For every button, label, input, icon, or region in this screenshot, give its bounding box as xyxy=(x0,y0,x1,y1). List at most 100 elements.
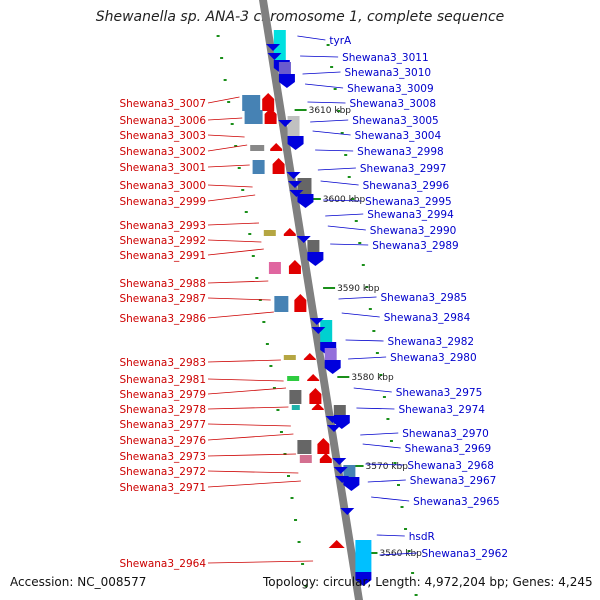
track-tick-inner xyxy=(244,211,248,213)
right-gene-leader xyxy=(348,356,387,360)
left-gene-leader xyxy=(207,311,274,319)
track-tick-inner xyxy=(294,519,298,521)
right-gene-leader xyxy=(353,387,392,393)
minus-strand-gene-arrow xyxy=(317,438,330,454)
track-tick-outer xyxy=(393,462,397,464)
track-tick-inner xyxy=(248,233,252,235)
kbp-tick-label: 3580 kbp xyxy=(351,373,394,383)
minus-strand-gene-arrow xyxy=(319,453,332,463)
left-gene-label: Shewana3_2973 xyxy=(119,451,206,463)
track-tick-outer xyxy=(347,176,351,178)
plus-strand-gene-box xyxy=(324,348,337,360)
left-gene-label: Shewana3_2981 xyxy=(119,374,206,386)
minus-strand-gene-box xyxy=(274,296,289,312)
right-gene-label: Shewana3_2970 xyxy=(402,428,489,440)
track-tick-outer xyxy=(340,132,344,134)
track-tick-outer xyxy=(407,550,411,552)
left-gene-label: Shewana3_2978 xyxy=(119,404,206,416)
left-gene-leader xyxy=(207,433,294,441)
track-tick-inner xyxy=(276,409,280,411)
right-gene-leader xyxy=(360,432,399,436)
right-gene-leader xyxy=(356,407,395,410)
plus-strand-gene-box xyxy=(343,465,356,477)
track-tick-inner xyxy=(265,343,269,345)
genome-summary: Topology: circular; Length: 4,972,204 bp… xyxy=(263,575,593,589)
minus-strand-gene-arrow xyxy=(311,403,324,410)
minus-strand-gene-arrow xyxy=(272,158,285,174)
left-gene-leader xyxy=(207,184,253,188)
right-gene-leader xyxy=(307,101,346,104)
track-tick-outer xyxy=(411,572,415,574)
left-gene-leader xyxy=(207,297,271,301)
right-gene-leader xyxy=(323,199,362,202)
right-gene-label: Shewana3_2984 xyxy=(384,312,471,324)
plus-strand-gene-box xyxy=(333,405,346,415)
track-tick-inner xyxy=(272,387,276,389)
right-gene-label: Shewana3_2996 xyxy=(363,180,450,192)
minus-strand-gene-arrow xyxy=(288,260,301,274)
plus-strand-gene-arrow xyxy=(278,120,293,127)
left-gene-leader xyxy=(207,359,281,363)
map-title: Shewanella sp. ANA-3 chromosome 1, compl… xyxy=(95,9,505,25)
left-gene-leader xyxy=(207,248,264,256)
track-tick-outer xyxy=(379,374,383,376)
track-tick-outer xyxy=(389,440,393,442)
minus-strand-gene-box xyxy=(250,145,265,151)
track-tick-inner xyxy=(287,475,290,477)
right-gene-leader xyxy=(310,119,349,123)
right-gene-leader xyxy=(312,130,351,136)
plus-strand-gene-arrow xyxy=(325,416,340,423)
track-tick-inner xyxy=(279,431,283,433)
plus-strand-gene-box xyxy=(278,62,291,74)
track-tick-outer xyxy=(326,44,330,46)
minus-strand-gene-box xyxy=(283,355,296,360)
left-gene-leader xyxy=(207,423,291,427)
minus-strand-gene-box xyxy=(252,160,265,174)
left-gene-leader xyxy=(207,470,299,474)
left-gene-leader xyxy=(207,144,248,152)
minus-strand-gene-arrow xyxy=(303,353,316,360)
right-gene-leader xyxy=(325,213,364,217)
left-gene-label: Shewana3_2964 xyxy=(119,558,206,570)
left-gene-label: Shewana3_2986 xyxy=(119,313,206,325)
left-gene-leader xyxy=(207,164,250,168)
left-gene-label: Shewana3_3007 xyxy=(119,98,206,110)
minus-strand-gene-box xyxy=(268,262,281,274)
right-gene-label: Shewana3_2982 xyxy=(388,336,475,348)
kbp-tick-label: 3590 kbp xyxy=(337,284,380,294)
track-tick-outer xyxy=(333,88,337,90)
minus-strand-gene-box xyxy=(244,110,263,124)
plus-strand-gene-arrow xyxy=(355,572,372,586)
plus-strand-gene-box xyxy=(355,540,372,572)
right-gene-label: Shewana3_3004 xyxy=(355,130,442,142)
right-gene-leader xyxy=(379,552,418,556)
plus-strand-gene-arrow xyxy=(307,252,324,266)
left-gene-label: Shewana3_3006 xyxy=(119,115,206,127)
right-gene-label: Shewana3_3008 xyxy=(349,98,436,110)
track-tick-outer xyxy=(397,484,400,486)
right-gene-label: Shewana3_2990 xyxy=(370,225,457,237)
track-tick-outer xyxy=(372,330,376,332)
left-gene-label: Shewana3_2983 xyxy=(119,357,206,369)
plus-strand-gene-arrow xyxy=(287,181,302,188)
left-gene-label: Shewana3_2972 xyxy=(119,466,206,478)
plus-strand-gene-box xyxy=(320,320,333,342)
left-gene-label: Shewana3_3000 xyxy=(119,180,206,192)
track-tick-inner xyxy=(255,277,259,279)
plus-strand-gene-arrow xyxy=(340,508,355,515)
left-gene-label: Shewana3_2977 xyxy=(119,419,206,431)
track-tick-inner xyxy=(290,497,294,499)
right-gene-label: Shewana3_2967 xyxy=(410,475,497,487)
plus-strand-gene-arrow xyxy=(286,172,301,179)
plus-strand-gene-arrow xyxy=(266,44,281,51)
plus-strand-gene-arrow xyxy=(287,136,304,150)
right-gene-leader xyxy=(302,71,341,75)
kbp-tick-label: 3600 kbp xyxy=(323,195,366,205)
left-gene-leader xyxy=(207,222,260,226)
track-tick-inner xyxy=(262,321,266,323)
left-gene-label: Shewana3_3002 xyxy=(119,146,206,158)
chromosome-backbone xyxy=(259,0,363,600)
right-gene-label: Shewana3_2997 xyxy=(360,163,447,175)
minus-strand-gene-arrow xyxy=(294,294,307,312)
right-gene-label: Shewana3_2998 xyxy=(357,146,444,158)
